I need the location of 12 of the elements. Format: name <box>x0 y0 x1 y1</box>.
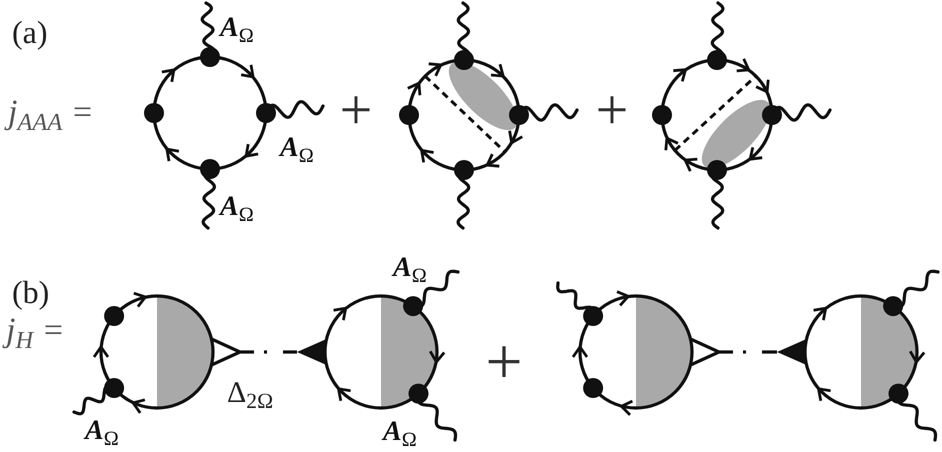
vector-potential-label: A$_{Ω}$ <box>220 14 254 42</box>
plus-sign: + <box>485 342 523 384</box>
vector-potential-label: A$_{Ω}$ <box>383 418 417 446</box>
vector-potential-label: A$_{Ω}$ <box>280 134 314 162</box>
panel-label: (a) <box>12 16 48 48</box>
vector-potential-label: A$_{Ω}$ <box>85 417 119 445</box>
plus-sign: + <box>596 92 628 128</box>
vector-potential-label: A$_{Ω}$ <box>393 254 427 282</box>
order-parameter-label: Δ$_{2Ω}$ <box>227 378 274 408</box>
plus-sign: + <box>340 92 372 128</box>
panel-label: (b) <box>12 276 50 308</box>
vector-potential-label: A$_{Ω}$ <box>220 193 254 221</box>
